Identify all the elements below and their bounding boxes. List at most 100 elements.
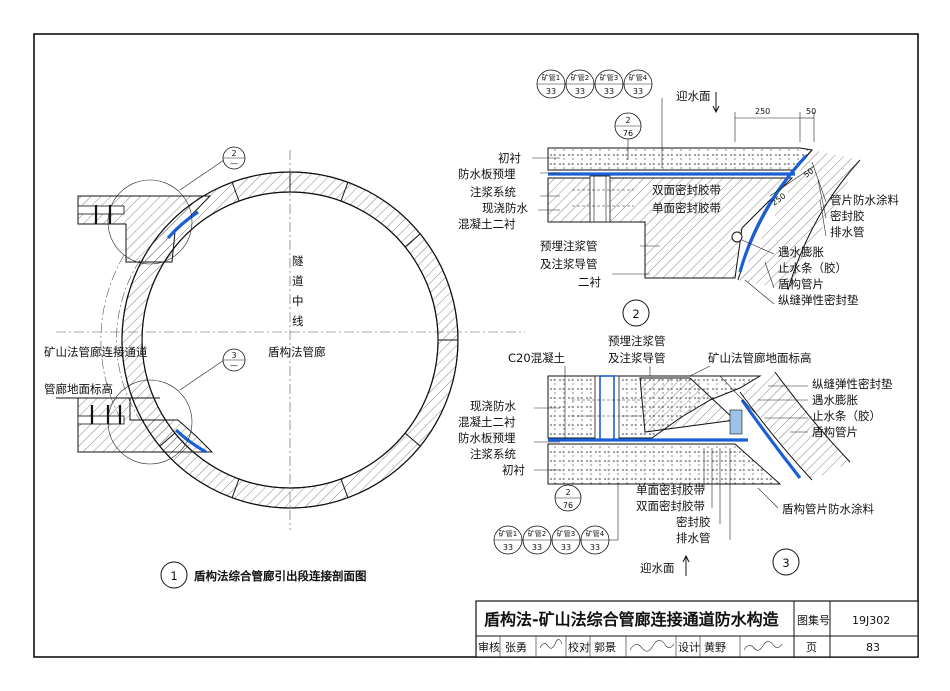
svg-text:纵缝弹性密封垫: 纵缝弹性密封垫 xyxy=(778,293,859,307)
svg-text:33: 33 xyxy=(604,87,614,96)
svg-text:校对: 校对 xyxy=(568,640,590,654)
svg-text:矿管4: 矿管4 xyxy=(629,73,648,82)
primary-lining-3 xyxy=(547,443,782,485)
svg-text:管片防水涂料: 管片防水涂料 xyxy=(830,193,899,207)
svg-text:矿管2: 矿管2 xyxy=(571,73,589,82)
designer-signature xyxy=(743,641,783,651)
svg-text:现浇防水: 现浇防水 xyxy=(482,201,528,215)
dimension-50: 50 xyxy=(806,107,816,116)
svg-text:注浆系统: 注浆系统 xyxy=(470,447,516,461)
callout-2-number: 2 xyxy=(231,149,236,158)
label-single-tape-2: 单面密封胶带 xyxy=(652,201,721,215)
svg-text:现浇防水: 现浇防水 xyxy=(470,399,516,413)
page-number: 83 xyxy=(866,641,880,654)
svg-text:33: 33 xyxy=(633,87,643,96)
svg-text:防水板预埋: 防水板预埋 xyxy=(458,167,516,181)
detail-circle-2 xyxy=(107,179,193,265)
reference-bubbles-bottom: 矿管1 矿管2 矿管3 矿管4 33 33 33 33 xyxy=(493,525,610,555)
detail-1-number: 1 xyxy=(170,569,177,583)
svg-text:盾构管片: 盾构管片 xyxy=(812,425,858,439)
shield-tunnel-label: 盾构法管廊 xyxy=(268,345,326,359)
svg-text:双面密封胶带: 双面密封胶带 xyxy=(636,499,705,513)
atlas-number: 19J302 xyxy=(852,614,890,627)
svg-text:遇水膨胀: 遇水膨胀 xyxy=(778,245,824,259)
floor-level-label: 管廊地面标高 xyxy=(44,382,113,396)
svg-text:—: — xyxy=(230,159,238,168)
svg-text:33: 33 xyxy=(590,543,600,552)
detail-1-number-bubble xyxy=(160,561,188,589)
svg-text:33: 33 xyxy=(561,543,571,552)
svg-text:图集号: 图集号 xyxy=(797,613,830,627)
svg-text:审核: 审核 xyxy=(478,640,500,654)
label-segment-coating-3: 盾构管片防水涂料 xyxy=(782,502,874,516)
svg-text:2: 2 xyxy=(625,116,630,125)
svg-text:密封胶: 密封胶 xyxy=(676,515,711,529)
title-block: 盾构法-矿山法综合管廊连接通道防水构造 图集号 19J302 审核 张勇 校对 … xyxy=(475,600,919,658)
water-face-label-3: 迎水面 xyxy=(640,561,675,575)
svg-text:初衬: 初衬 xyxy=(502,463,525,477)
svg-text:矿管1: 矿管1 xyxy=(499,529,517,538)
centerline-label-2: 道 xyxy=(292,274,304,288)
svg-text:密封胶: 密封胶 xyxy=(830,209,865,223)
svg-text:遇水膨胀: 遇水膨胀 xyxy=(812,393,858,407)
svg-text:76: 76 xyxy=(623,129,633,138)
callout-3-number: 3 xyxy=(231,351,236,360)
centerline-label-4: 线 xyxy=(292,314,304,328)
label-primary-lining-2: 初衬 xyxy=(498,151,521,165)
detail-2: 矿管1 矿管2 矿管3 矿管4 33 33 33 33 迎水面 250 50 2… xyxy=(458,69,899,327)
svg-text:预埋注浆管: 预埋注浆管 xyxy=(608,334,666,348)
svg-text:排水管: 排水管 xyxy=(830,225,865,239)
reviewer-name: 张勇 xyxy=(505,641,527,654)
detail-1: 2 — 3 — 隧 道 中 线 盾构法管廊 矿山法管廊连接通道 管廊地面标高 1… xyxy=(44,146,525,589)
svg-text:注浆系统: 注浆系统 xyxy=(470,185,516,199)
segment-joints xyxy=(159,172,458,499)
label-mine-floor-level: 矿山法管廊地面标高 xyxy=(708,351,812,365)
removed-segment-outline xyxy=(100,254,125,426)
svg-text:33: 33 xyxy=(532,543,542,552)
svg-text:及注浆导管: 及注浆导管 xyxy=(608,351,666,365)
centerline-label-1: 隧 xyxy=(292,254,304,268)
svg-text:矿管1: 矿管1 xyxy=(542,73,560,82)
svg-text:76: 76 xyxy=(563,501,573,510)
detail-1-caption: 盾构法综合管廊引出段连接剖面图 xyxy=(194,569,367,583)
svg-text:33: 33 xyxy=(575,87,585,96)
label-c20-concrete: C20混凝土 xyxy=(508,351,565,365)
svg-text:矿管4: 矿管4 xyxy=(586,529,605,538)
svg-text:33: 33 xyxy=(546,87,556,96)
dimension-250: 250 xyxy=(755,107,770,116)
primary-lining-2 xyxy=(547,147,813,171)
svg-text:及注浆导管: 及注浆导管 xyxy=(540,257,598,271)
svg-text:混凝土二衬: 混凝土二衬 xyxy=(458,217,516,231)
svg-text:单面密封胶带: 单面密封胶带 xyxy=(636,483,705,497)
svg-text:纵缝弹性密封垫: 纵缝弹性密封垫 xyxy=(812,377,893,391)
reviewer-signature xyxy=(539,639,563,649)
svg-text:止水条（胶）: 止水条（胶） xyxy=(778,261,847,275)
svg-text:防水板预埋: 防水板预埋 xyxy=(458,431,516,445)
detail-circle-3 xyxy=(107,379,193,465)
water-face-label-2: 迎水面 xyxy=(676,89,711,103)
reference-bubbles-top: 矿管1 矿管2 矿管3 矿管4 33 33 33 33 xyxy=(536,69,653,99)
svg-text:矿管3: 矿管3 xyxy=(557,529,575,538)
svg-text:预埋注浆管: 预埋注浆管 xyxy=(540,239,598,253)
svg-text:混凝土二衬: 混凝土二衬 xyxy=(458,415,516,429)
svg-text:—: — xyxy=(230,361,238,370)
svg-text:矿管2: 矿管2 xyxy=(528,529,546,538)
svg-text:2: 2 xyxy=(565,488,570,497)
svg-text:二衬: 二衬 xyxy=(578,275,601,289)
svg-text:设计: 设计 xyxy=(678,641,700,654)
svg-text:页: 页 xyxy=(806,641,817,654)
detail-3-number: 3 xyxy=(782,556,789,570)
svg-text:盾构管片: 盾构管片 xyxy=(778,277,824,291)
designer-name: 黄野 xyxy=(704,640,726,654)
detail-2-number: 2 xyxy=(632,307,639,321)
svg-text:矿管3: 矿管3 xyxy=(600,73,618,82)
sheet-title: 盾构法-矿山法综合管廊连接通道防水构造 xyxy=(484,610,780,629)
svg-text:排水管: 排水管 xyxy=(676,531,711,545)
svg-text:33: 33 xyxy=(503,543,513,552)
centerline-label-3: 中 xyxy=(292,294,304,308)
detail-3: C20混凝土 预埋注浆管 及注浆导管 矿山法管廊地面标高 纵缝弹性密封垫 xyxy=(458,334,893,576)
svg-text:止水条（胶）: 止水条（胶） xyxy=(812,409,881,423)
checker-signature xyxy=(629,640,675,652)
label-double-tape-2: 双面密封胶带 xyxy=(652,183,721,197)
